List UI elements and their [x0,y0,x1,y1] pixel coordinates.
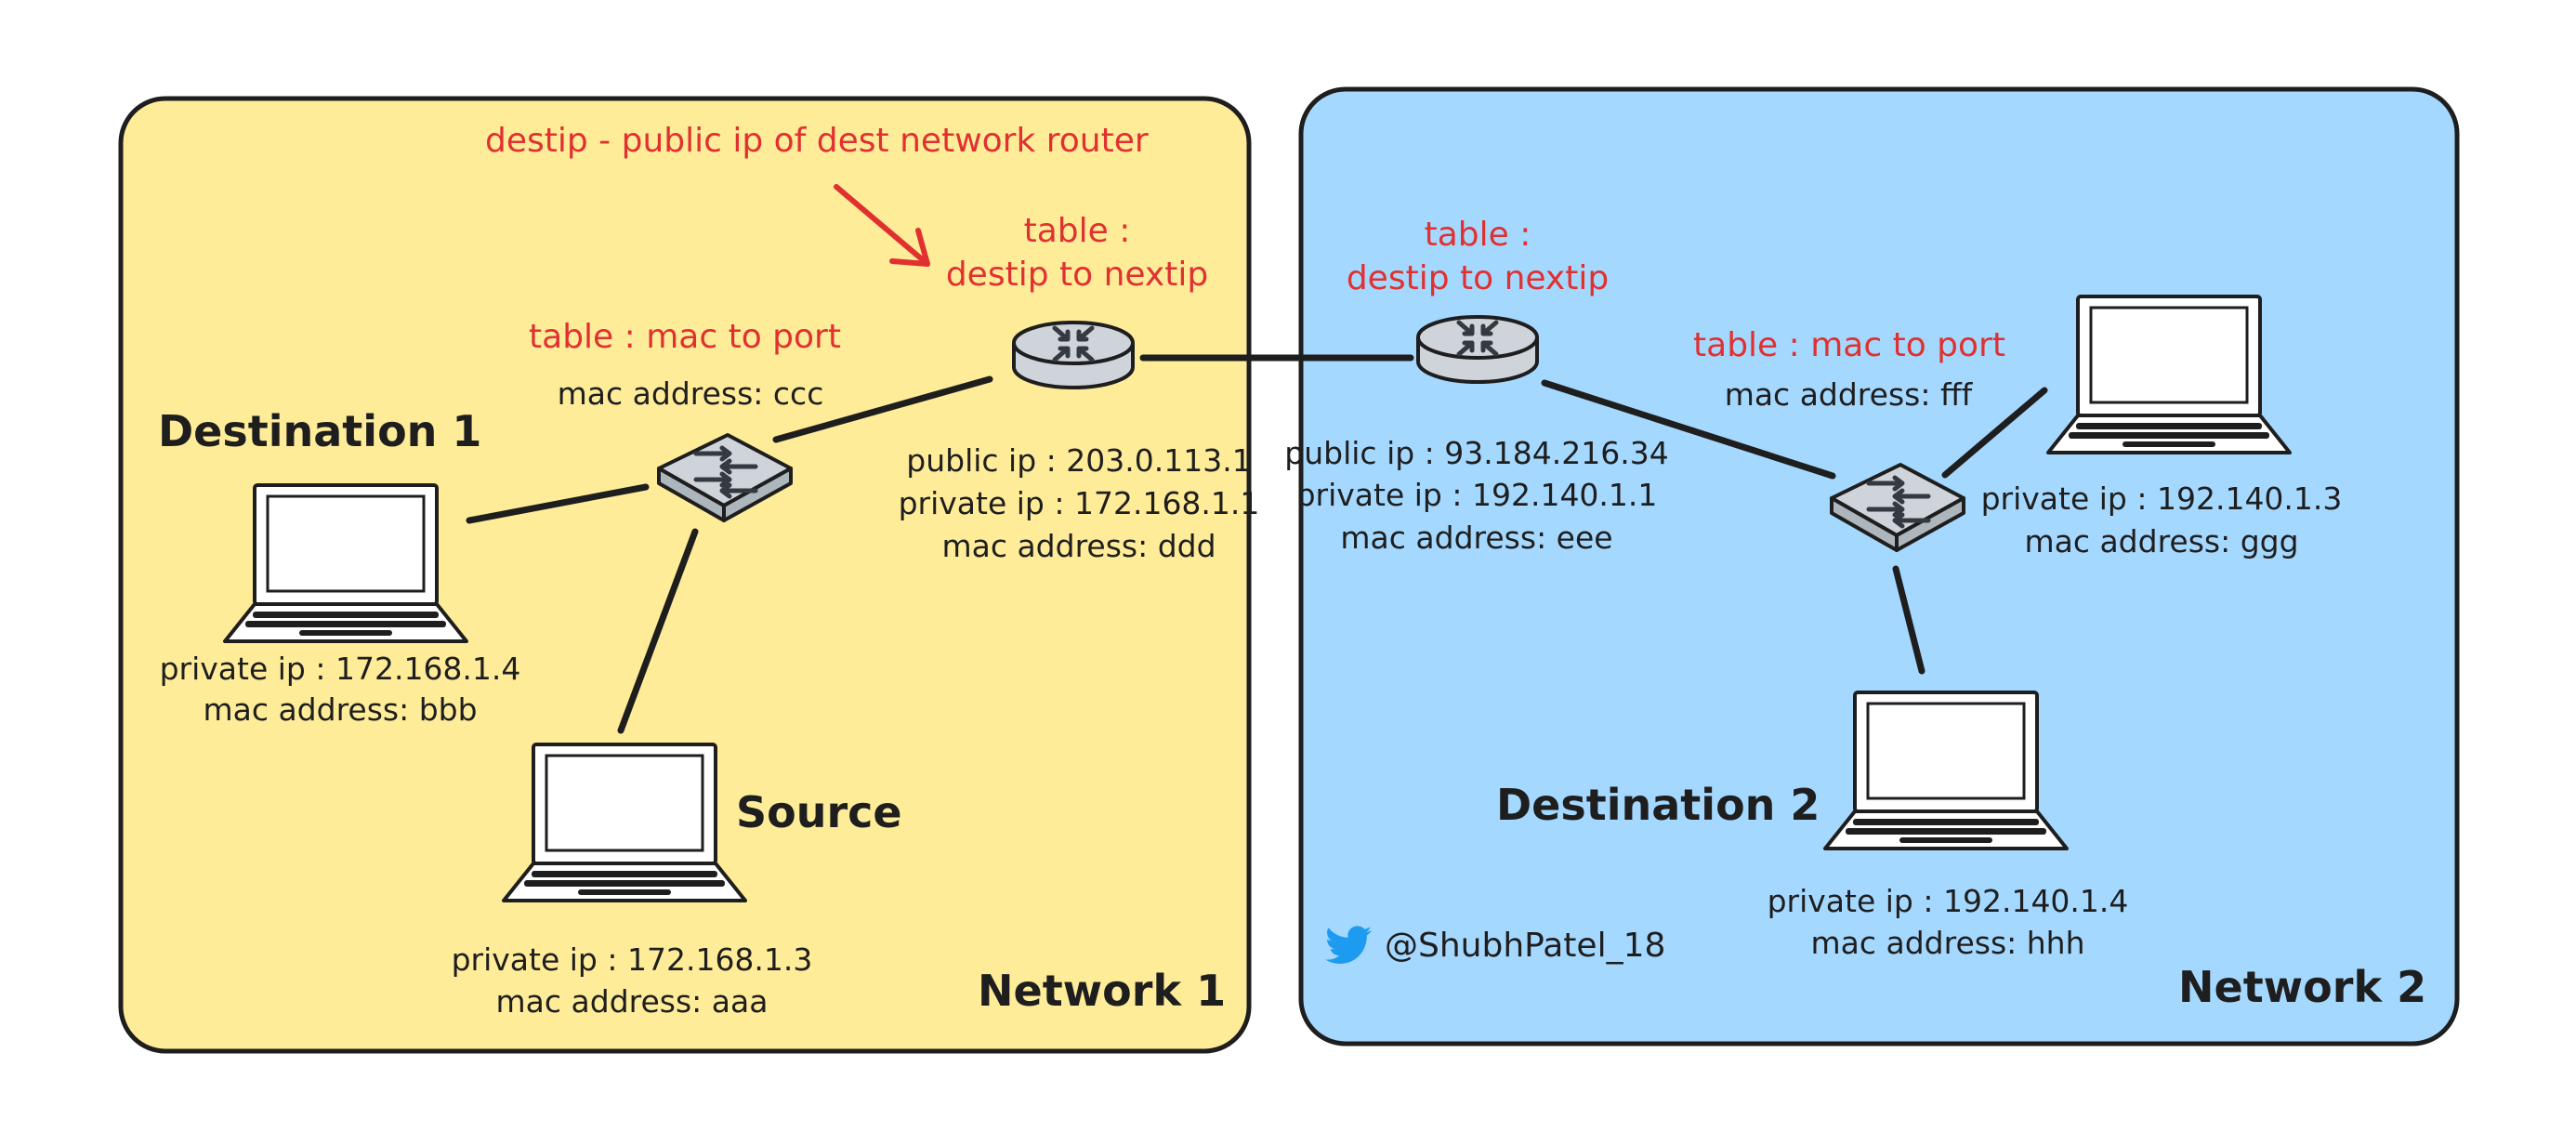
router-2-mac: mac address: eee [1340,520,1613,556]
router-2-table-title: table : [1424,216,1531,254]
link-source-switch1 [617,528,699,734]
host-3-laptop-icon [2046,295,2292,454]
switch-2-table: table : mac to port [1693,326,2005,364]
destination-2-private-ip: private ip : 192.140.1.4 [1767,883,2129,919]
destination-1-title: Destination 1 [158,406,482,456]
annotation-text: destip - public ip of dest network route… [485,122,1149,160]
source-title: Source [736,787,902,837]
link-switch2-host3 [1941,387,2048,479]
annotation-arrow [834,184,930,267]
router-1-public-ip: public ip : 203.0.113.1 [906,442,1252,479]
link-destination1-switch1 [466,483,650,524]
network-1-panel [118,96,1252,1054]
switch-2-mac: mac address: fff [1724,376,1973,413]
router-1-icon [1014,322,1133,388]
router-2-private-ip: private ip : 192.140.1.1 [1295,477,1658,513]
link-router2-switch2 [1541,379,1836,480]
twitter-handle: @ShubhPatel_18 [1385,926,1666,965]
router-1-table-desc: destip to nextip [945,256,1209,294]
router-2-icon [1418,317,1537,382]
destination-1-private-ip: private ip : 172.168.1.4 [159,651,521,687]
router-2-public-ip: public ip : 93.184.216.34 [1284,435,1669,471]
router-1-mac: mac address: ddd [941,528,1216,564]
link-switch2-destination2 [1892,565,1925,675]
host-3-private-ip: private ip : 192.140.1.3 [1980,480,2343,517]
switch-1-mac: mac address: ccc [557,375,824,412]
twitter-credit[interactable]: @ShubhPatel_18 [1325,926,1665,965]
destination-2-title: Destination 2 [1496,780,1820,830]
destination-2-laptop-icon [1823,691,2069,850]
host-3-mac: mac address: ggg [2024,523,2299,559]
source-private-ip: private ip : 172.168.1.3 [451,941,813,978]
twitter-bird-icon [1325,926,1372,964]
source-mac: mac address: aaa [495,983,769,1020]
network-2-label: Network 2 [2178,962,2427,1012]
router-1-private-ip: private ip : 172.168.1.1 [898,485,1260,521]
network-1-label: Network 1 [978,966,1227,1016]
destination-2-mac: mac address: hhh [1810,925,2085,961]
source-laptop-icon [502,743,747,902]
destination-1-mac: mac address: bbb [203,691,478,728]
switch-1-table: table : mac to port [529,318,841,356]
router-1-table-title: table : [1023,212,1131,250]
link-switch1-router1 [772,375,993,443]
router-2-table-desc: destip to nextip [1346,259,1610,297]
destination-1-laptop-icon [223,483,468,643]
